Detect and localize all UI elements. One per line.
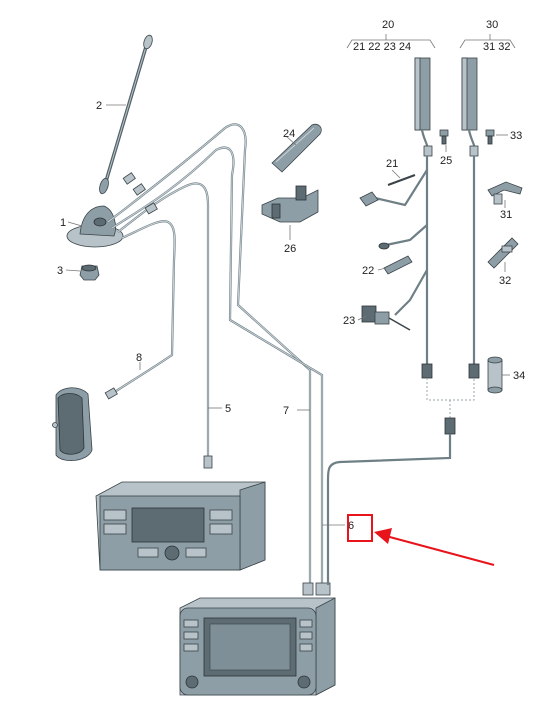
label-20-sub: 21 22 23 24 — [353, 41, 411, 53]
nut-part — [79, 264, 100, 281]
junction-connector — [326, 417, 456, 585]
label-23: 23 — [343, 315, 355, 327]
highlight-arrow-line — [385, 534, 495, 567]
radio-unit — [95, 481, 266, 571]
label-20: 20 — [382, 19, 394, 31]
highlight-arrow-head — [374, 528, 392, 544]
antenna-rod — [99, 34, 153, 195]
label-22: 22 — [362, 265, 374, 277]
label-25: 25 — [440, 155, 452, 167]
module-assembly-30 — [461, 57, 480, 379]
antenna-base — [66, 205, 124, 248]
clip-21 — [359, 174, 416, 207]
antenna-cables — [104, 123, 331, 596]
clip-23 — [361, 305, 411, 331]
holder-strip — [271, 123, 322, 173]
control-module — [52, 387, 93, 461]
screw-33 — [485, 129, 495, 145]
label-24: 24 — [283, 128, 295, 140]
group-bracket-20 — [346, 39, 436, 49]
navigation-unit — [179, 597, 336, 696]
label-3: 3 — [57, 265, 63, 277]
highlight-annotation — [347, 514, 495, 567]
label-1: 1 — [60, 217, 66, 229]
label-5: 5 — [225, 403, 231, 415]
highlight-box — [347, 514, 373, 542]
bracket-31 — [487, 181, 523, 205]
label-33: 33 — [510, 130, 522, 142]
label-30-sub: 31 32 — [483, 41, 511, 53]
callout-labels: 20 21 22 23 24 30 31 32 2 24 33 25 21 31… — [57, 19, 525, 532]
module-assembly-20 — [374, 57, 433, 379]
label-30: 30 — [486, 19, 498, 31]
label-31: 31 — [500, 209, 512, 221]
label-26: 26 — [284, 243, 296, 255]
label-32: 32 — [499, 275, 511, 287]
label-7: 7 — [283, 405, 289, 417]
mounting-bracket — [261, 185, 319, 223]
label-2: 2 — [96, 100, 102, 112]
screw-25 — [439, 129, 449, 145]
junction-dashed — [426, 378, 475, 418]
leader-lines — [65, 104, 510, 526]
label-6: 6 — [348, 520, 354, 532]
clip-22 — [378, 242, 413, 275]
label-34: 34 — [513, 370, 525, 382]
spacer-34 — [487, 356, 503, 394]
group-bracket-30 — [459, 39, 516, 49]
bracket-32 — [487, 237, 519, 269]
label-8: 8 — [136, 352, 142, 364]
label-21: 21 — [386, 158, 398, 170]
